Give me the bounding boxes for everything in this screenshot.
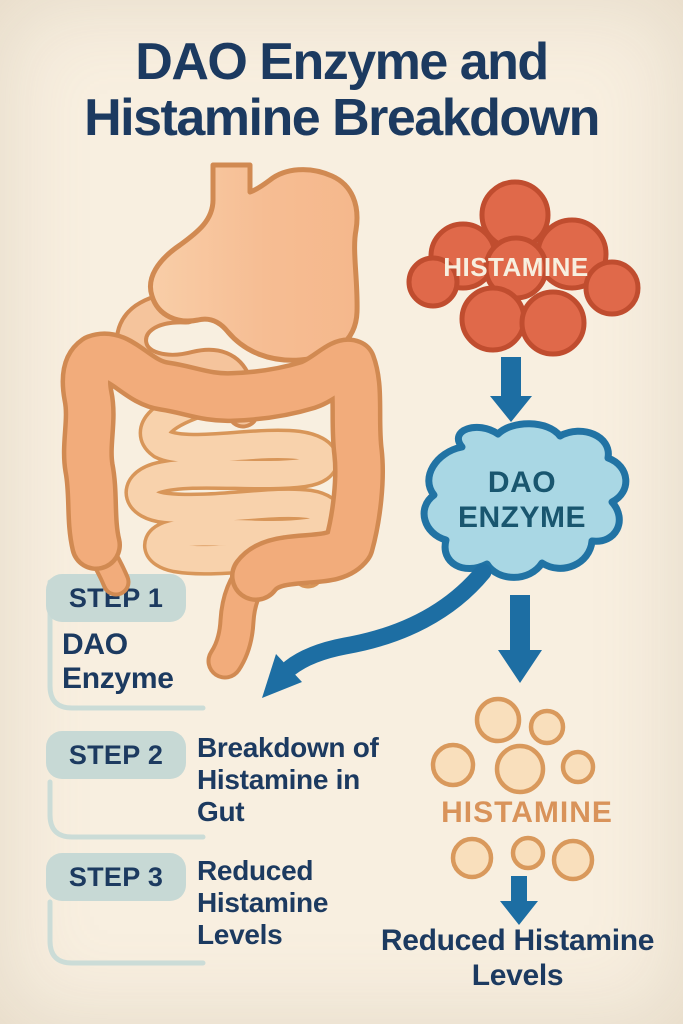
duodenum-outline	[115, 291, 260, 429]
curved-arrow-head	[262, 654, 302, 698]
step3-badge-label: STEP 3	[68, 861, 164, 892]
step1-badge-label: STEP 1	[68, 582, 164, 613]
faded-histamine-label: HISTAMINE	[441, 796, 613, 829]
step3-bracket-icon	[47, 899, 206, 966]
small-intestine-outline	[124, 383, 346, 589]
page-title: DAO Enzyme and Histamine Breakdown	[0, 34, 683, 146]
faded-histamine-molecule	[510, 835, 546, 871]
step2-badge-label: STEP 2	[68, 739, 164, 770]
step2-bracket-icon	[47, 779, 206, 840]
result-caption: Reduced Histamine Levels	[380, 924, 655, 992]
large-intestine-outline	[60, 331, 385, 602]
faded-histamine-molecule	[494, 743, 546, 795]
page-title-line2: Histamine Breakdown	[84, 89, 600, 148]
down-arrow-icon	[500, 876, 538, 925]
page-title-line1: DAO Enzyme and	[135, 33, 549, 91]
faded-histamine-molecule	[560, 749, 596, 785]
faded-histamine-molecule	[430, 742, 476, 788]
duodenum-icon	[115, 291, 260, 429]
rectum-fill	[210, 557, 271, 676]
step2-badge: STEP 2	[46, 731, 186, 779]
faded-histamine-molecule	[528, 708, 566, 746]
histamine-molecule	[479, 179, 551, 251]
curved-arrow-shaft	[281, 563, 492, 677]
large-intestine-icon	[60, 331, 385, 602]
rectum-icon	[206, 553, 275, 680]
step2-description: Breakdown of Histamine in Gut	[197, 732, 379, 827]
small-intestine-fill	[128, 387, 342, 585]
large-intestine-fill	[65, 336, 381, 598]
rectum-outline	[206, 553, 275, 680]
step1-description: DAO Enzyme	[62, 628, 174, 696]
step1-badge: STEP 1	[46, 574, 186, 622]
step3-description: Reduced Histamine Levels	[197, 855, 329, 950]
histamine-molecule	[519, 289, 587, 357]
dao-enzyme-label: DAO ENZYME	[432, 466, 612, 535]
faded-histamine-molecule	[474, 696, 522, 744]
histamine-cluster-label: HISTAMINE	[443, 252, 589, 282]
histamine-molecule	[459, 285, 527, 353]
faded-histamine-molecule	[450, 836, 494, 880]
dao-enzyme-label-line1: DAO	[487, 466, 557, 499]
down-arrow-icon	[490, 357, 532, 422]
small-intestine-icon	[124, 383, 346, 589]
down-arrow-icon	[498, 595, 542, 683]
step3-badge: STEP 3	[46, 853, 186, 901]
duodenum-fill	[119, 295, 256, 425]
curved-arrow-icon	[262, 563, 492, 698]
faded-histamine-icon	[430, 696, 596, 882]
faded-histamine-molecule	[551, 838, 595, 882]
stomach-icon	[148, 162, 360, 363]
dao-enzyme-label-line2: ENZYME	[457, 500, 586, 534]
